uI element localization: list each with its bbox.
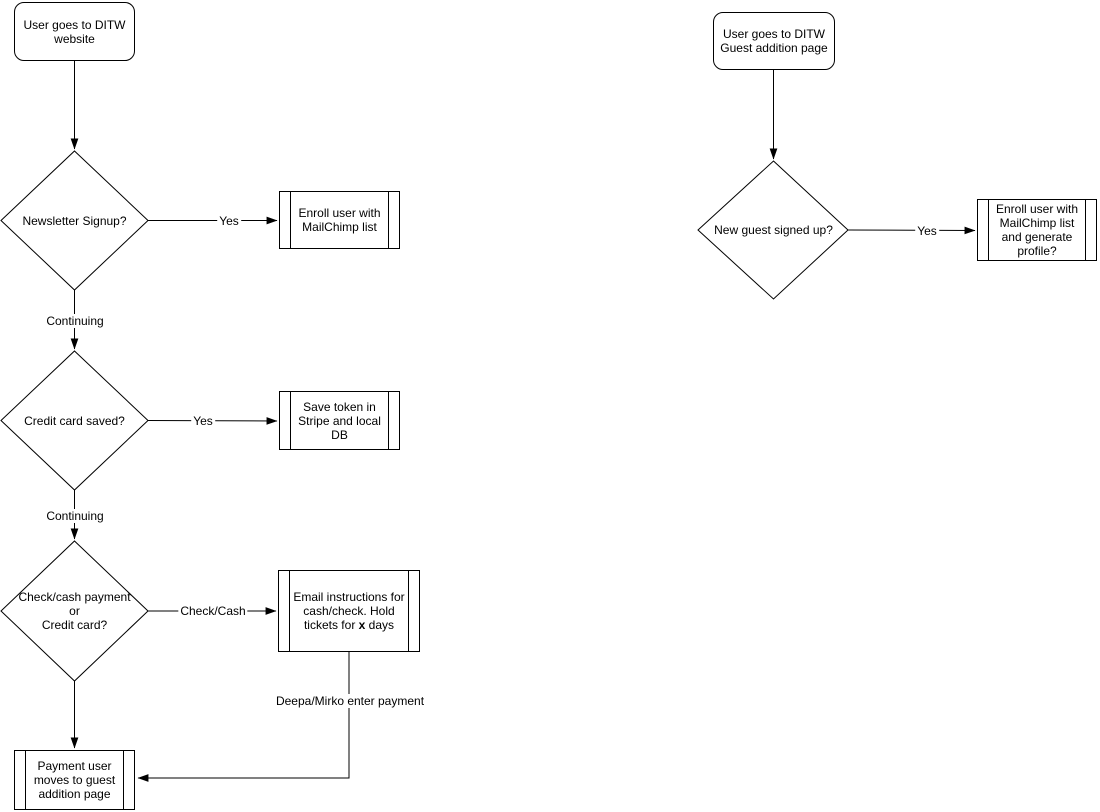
process-enroll-generate-profile-label: Enroll user with MailChimp list and gene…: [995, 202, 1079, 258]
process-email-instructions: Email instructions for cash/check. Hold …: [278, 570, 420, 652]
process-save-token-label: Save token in Stripe and local DB: [298, 399, 381, 442]
edge-label-check-cash: Check/Cash: [178, 604, 248, 618]
edge-label-yes-right: Yes: [915, 224, 939, 238]
process-bar-left: [988, 200, 989, 260]
process-payment-guest-page-label: Payment user moves to guest addition pag…: [33, 759, 116, 801]
decision-payment-line-3: Credit card?: [41, 618, 108, 632]
process-email-instructions-label: Email instructions for cash/check. Hold …: [279, 590, 419, 632]
email-text-after: days: [365, 618, 395, 632]
decision-creditcard-label: Credit card saved?: [24, 413, 125, 428]
start-node-website: User goes to DITW website: [14, 2, 135, 61]
process-bar-left: [290, 392, 291, 449]
process-enroll-generate-profile: Enroll user with MailChimp list and gene…: [977, 199, 1097, 261]
edge-newguest-yes: [847, 226, 976, 235]
decision-newguest-label: New guest signed up?: [714, 223, 833, 237]
process-bar-right: [408, 571, 409, 651]
start-node-guest-page: User goes to DITW Guest addition page: [713, 12, 835, 70]
decision-newsletter-label: Newsletter Signup?: [22, 213, 127, 228]
email-text-before: Email instructions for cash/check. Hold …: [293, 590, 405, 632]
edge-label-yes-2: Yes: [191, 414, 215, 428]
process-bar-right: [123, 751, 124, 809]
process-bar-left: [290, 192, 291, 248]
process-enroll-mailchimp: Enroll user with MailChimp list: [279, 191, 400, 249]
edge-label-continuing-2: Continuing: [44, 509, 106, 523]
decision-payment-line-1: Check/cash payment: [18, 590, 131, 604]
process-payment-guest-page: Payment user moves to guest addition pag…: [14, 750, 135, 810]
decision-payment-line-2: or: [69, 604, 80, 618]
process-bar-right: [388, 392, 389, 449]
decision-payment-label: Check/cash payment or Credit card?: [4, 590, 146, 632]
start-node-guest-page-label: User goes to DITW Guest addition page: [720, 27, 828, 55]
process-bar-right: [388, 192, 389, 248]
process-save-token: Save token in Stripe and local DB: [279, 391, 400, 450]
process-bar-right: [1085, 200, 1086, 260]
edge-label-yes-1: Yes: [217, 214, 241, 228]
process-bar-left: [289, 571, 290, 651]
start-node-website-label: User goes to DITW website: [23, 17, 126, 46]
edge-label-deepa-mirko: Deepa/Mirko enter payment: [273, 694, 427, 708]
edge-email-to-end: [137, 652, 350, 782]
process-enroll-mailchimp-label: Enroll user with MailChimp list: [298, 206, 381, 234]
email-text-bold: x: [358, 618, 366, 632]
process-bar-left: [25, 751, 26, 809]
edge-label-continuing-1: Continuing: [44, 314, 106, 328]
